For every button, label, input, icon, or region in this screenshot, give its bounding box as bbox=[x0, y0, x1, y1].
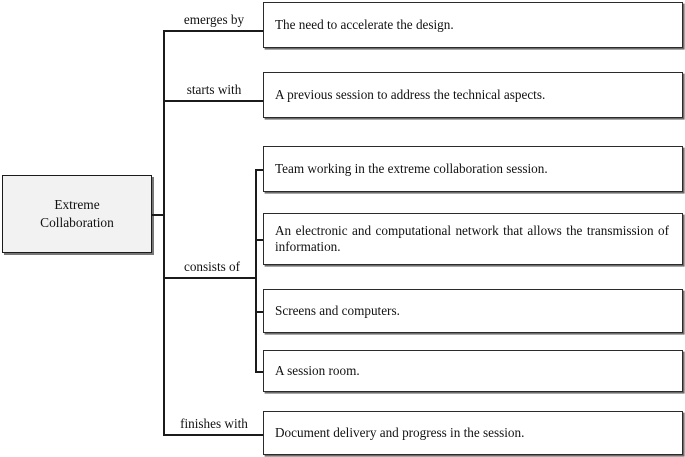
connector-consists-of-subspine bbox=[255, 169, 257, 372]
node-label: A previous session to address the techni… bbox=[275, 86, 546, 102]
root-node-label-line2: Collaboration bbox=[40, 215, 114, 230]
node-label: The need to accelerate the design. bbox=[275, 16, 454, 32]
node-label: Team working in the extreme collaboratio… bbox=[275, 160, 548, 176]
connector-consists-of-child-1 bbox=[255, 169, 264, 171]
node-team-working-extreme-collaboration-session[interactable]: Team working in the extreme collaboratio… bbox=[263, 146, 683, 192]
connector-root-to-spine bbox=[152, 214, 164, 216]
connector-branch-consists-of bbox=[163, 277, 256, 279]
branch-label-consists-of: consists of bbox=[183, 259, 241, 274]
node-label: An electronic and computational network … bbox=[275, 222, 669, 255]
node-electronic-computational-network[interactable]: An electronic and computational network … bbox=[263, 213, 683, 265]
connector-branch-emerges-by bbox=[163, 30, 263, 32]
node-label: Screens and computers. bbox=[275, 302, 400, 318]
connector-consists-of-child-4 bbox=[255, 371, 264, 373]
branch-label-emerges-by: emerges by bbox=[183, 12, 245, 27]
node-label: A session room. bbox=[275, 362, 360, 378]
node-screens-and-computers[interactable]: Screens and computers. bbox=[263, 289, 683, 333]
connector-branch-starts-with bbox=[163, 100, 263, 102]
connector-consists-of-child-2 bbox=[255, 239, 264, 241]
root-node-label-line1: Extreme bbox=[54, 197, 100, 212]
connector-main-spine bbox=[163, 30, 165, 435]
branch-label-finishes-with: finishes with bbox=[180, 416, 248, 431]
connector-consists-of-child-3 bbox=[255, 311, 264, 313]
node-a-previous-session-technical-aspects[interactable]: A previous session to address the techni… bbox=[263, 72, 683, 118]
connector-branch-finishes-with bbox=[163, 434, 263, 436]
branch-label-starts-with: starts with bbox=[186, 82, 242, 97]
node-the-need-to-accelerate-the-design[interactable]: The need to accelerate the design. bbox=[263, 2, 683, 48]
node-a-session-room[interactable]: A session room. bbox=[263, 350, 683, 392]
node-label: Document delivery and progress in the se… bbox=[275, 424, 525, 440]
node-document-delivery-and-progress[interactable]: Document delivery and progress in the se… bbox=[263, 411, 683, 455]
